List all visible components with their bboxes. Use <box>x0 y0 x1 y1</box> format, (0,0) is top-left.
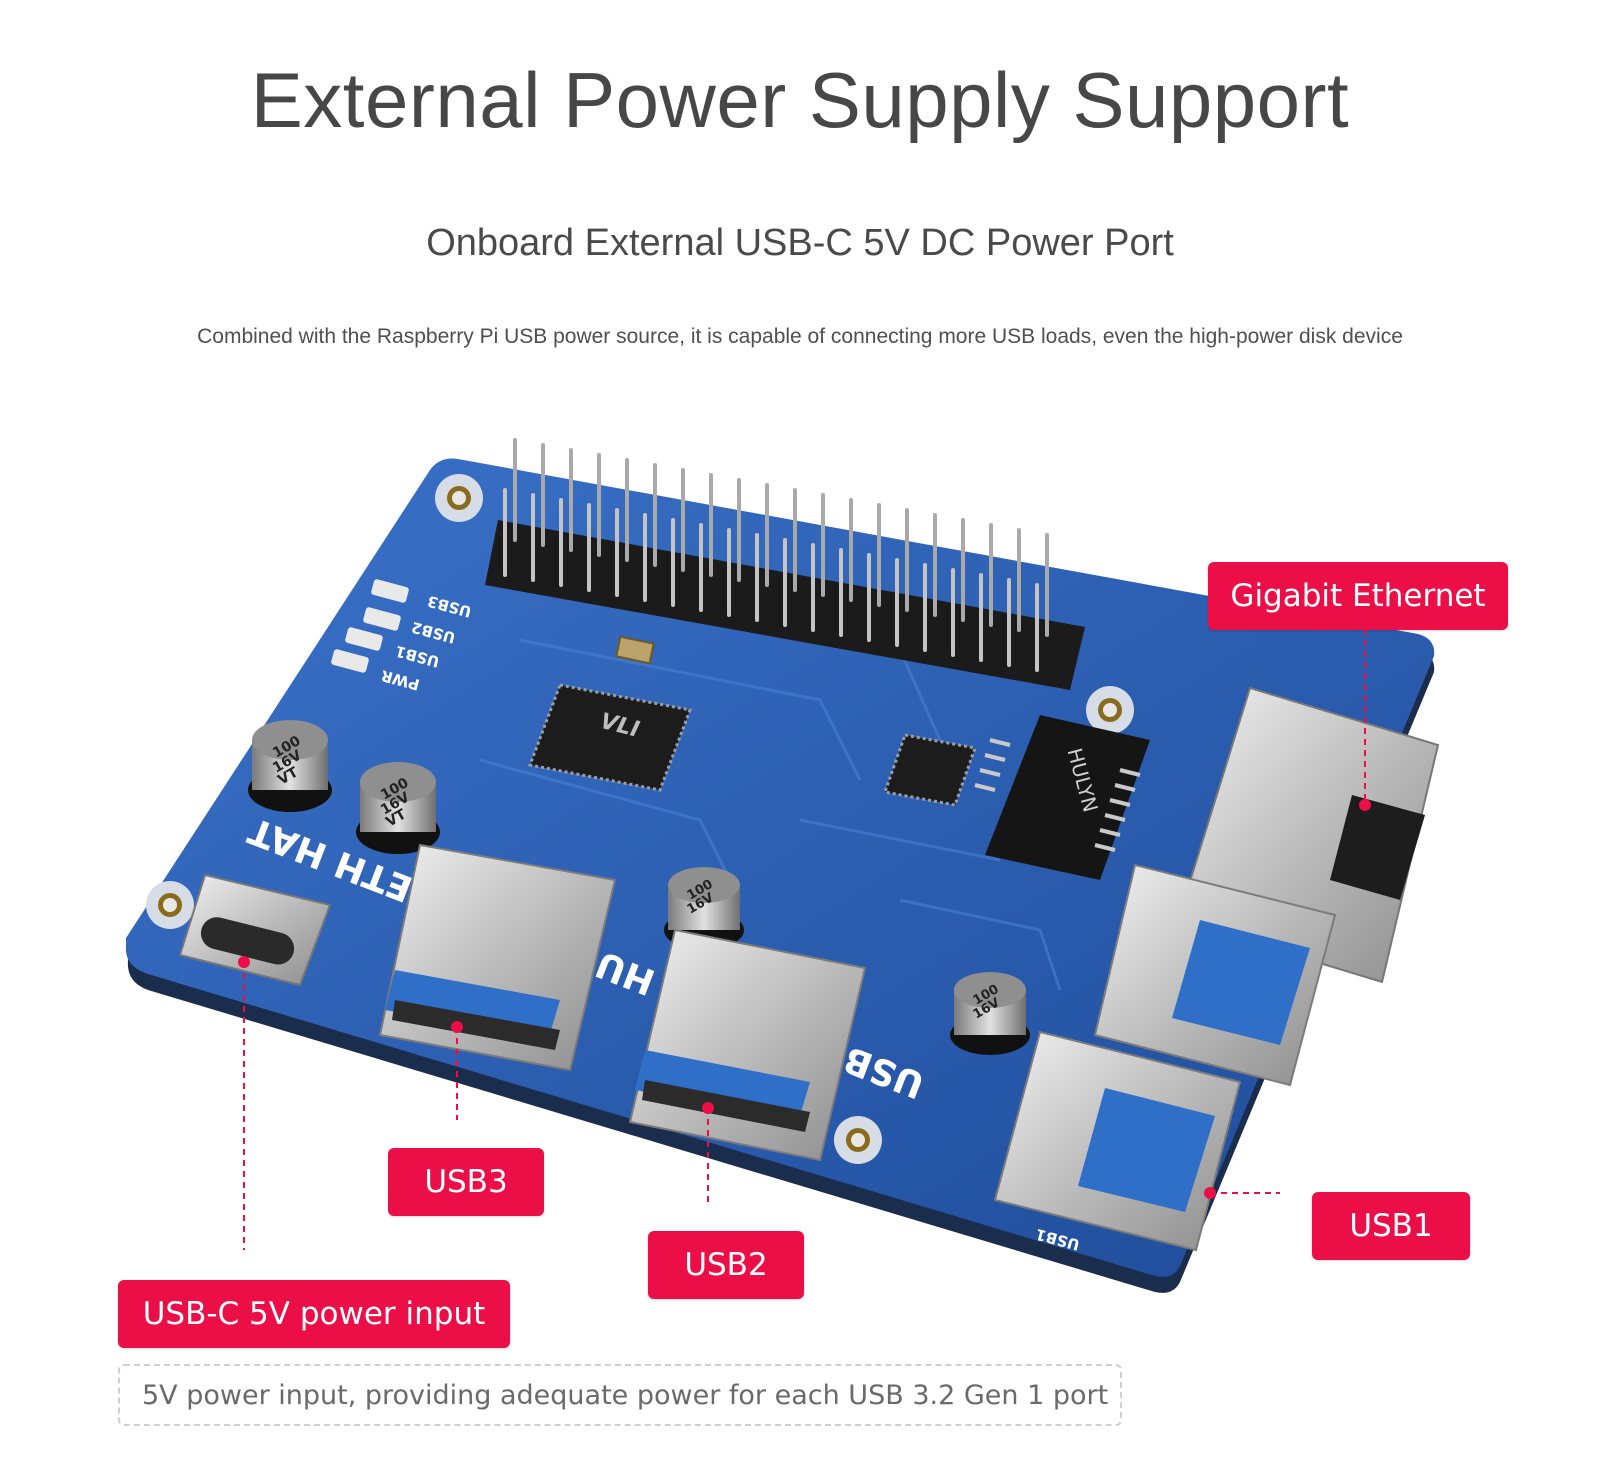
callout-gigabit-ethernet: Gigabit Ethernet <box>1208 562 1508 630</box>
status-leds <box>331 579 409 673</box>
usb2-port <box>628 928 867 1162</box>
usb-hub-chip: VLI <box>527 683 693 792</box>
usb-stacked-port-upper <box>1093 863 1337 1087</box>
callout-dots <box>238 799 1371 1199</box>
product-illustration: USB3 USB2 USB1 PWR VLI HULYN 100 16V VT <box>125 438 1440 1293</box>
usb-c-port <box>178 873 332 987</box>
callout-usbc-power: USB-C 5V power input <box>118 1280 510 1348</box>
power-note: 5V power input, providing adequate power… <box>118 1364 1122 1426</box>
callout-usb3: USB3 <box>388 1148 544 1216</box>
capacitor-1: 100 16V VT <box>248 720 332 812</box>
page-title: External Power Supply Support <box>250 56 1350 144</box>
usb1-port <box>993 1030 1242 1252</box>
capacitor-4: 100 16V <box>950 972 1030 1055</box>
usb3-port <box>378 843 617 1072</box>
callout-usb2: USB2 <box>648 1231 804 1299</box>
page-description: Combined with the Raspberry Pi USB power… <box>197 325 1403 348</box>
callout-usb1: USB1 <box>1312 1192 1470 1260</box>
gpio-header <box>485 438 1085 690</box>
capacitor-2: 100 16V VT <box>356 762 440 854</box>
ethernet-transformer: HULYN <box>974 715 1150 880</box>
ethernet-phy-chip <box>883 733 977 807</box>
mounting-holes <box>146 474 1134 1164</box>
page-subtitle: Onboard External USB-C 5V DC Power Port <box>426 222 1174 264</box>
callout-connectors <box>243 618 1366 1250</box>
crystal <box>615 635 655 665</box>
